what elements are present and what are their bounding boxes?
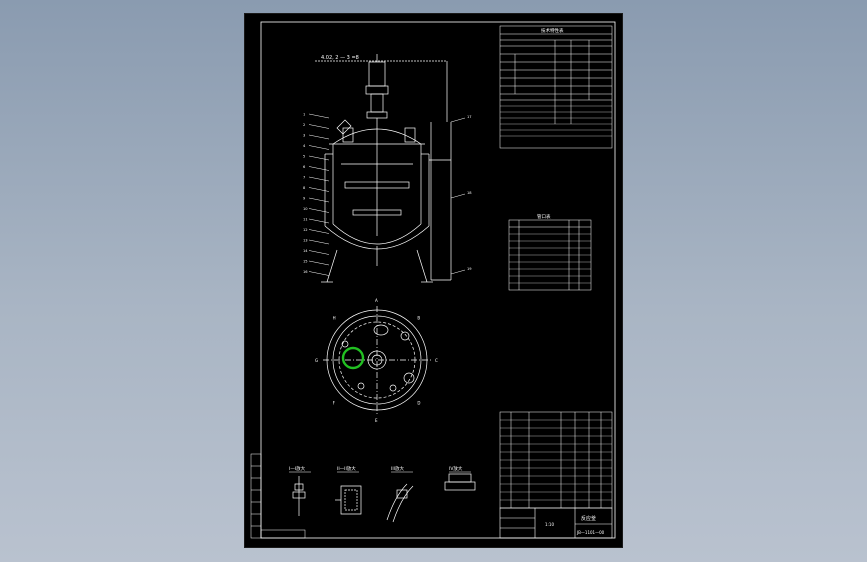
callout-leader bbox=[450, 269, 466, 275]
plan-label: H bbox=[333, 316, 336, 321]
callout-leader bbox=[308, 176, 330, 182]
plan-label: G bbox=[315, 358, 318, 363]
callout-label: 6 bbox=[303, 165, 306, 169]
tech-table bbox=[499, 25, 613, 149]
title-block-scale: 1:10 bbox=[545, 522, 554, 527]
callout-leader bbox=[450, 117, 466, 123]
callout-label: 15 bbox=[303, 260, 308, 264]
detail-4-label: IV放大 bbox=[449, 465, 463, 472]
title-block bbox=[499, 507, 613, 539]
cad-drawing: 4.02, 2 — 3 =8 1234567891011121314151617… bbox=[250, 21, 616, 539]
callout-leader bbox=[308, 208, 330, 213]
inner-frame bbox=[260, 21, 616, 539]
callout-label: 7 bbox=[303, 176, 305, 180]
callout-leader bbox=[308, 229, 330, 234]
detail-3-label: III放大 bbox=[391, 465, 404, 472]
callout-leader bbox=[450, 193, 466, 199]
title-block-name: 反应釜 bbox=[581, 515, 596, 522]
callout-label: 12 bbox=[303, 228, 308, 232]
lead-label: 4.02, 2 — 3 =8 bbox=[321, 55, 359, 61]
nozzle-table-title: 管口表 bbox=[537, 213, 551, 220]
nozzle-table-rows bbox=[509, 233, 591, 284]
plan-label: E bbox=[375, 418, 378, 423]
parts-list-rows bbox=[500, 419, 612, 501]
highlight-ring bbox=[341, 346, 365, 370]
callout-leader bbox=[308, 124, 330, 129]
detail-2-label: II—II放大 bbox=[337, 465, 356, 472]
plan-view bbox=[323, 306, 431, 414]
callout-label: 3 bbox=[303, 134, 305, 138]
callout-label: 14 bbox=[303, 249, 308, 253]
callout-leader bbox=[308, 239, 330, 245]
callout-label: 11 bbox=[303, 218, 308, 222]
plan-labels: A B C D E F G H bbox=[315, 298, 438, 423]
callout-label: 8 bbox=[303, 186, 306, 190]
title-block-drawing-no: JB—1101—00 bbox=[576, 530, 605, 535]
callout-label: 13 bbox=[303, 239, 308, 243]
callout-leader bbox=[308, 187, 330, 192]
plan-label: A bbox=[375, 298, 378, 303]
callout-leader bbox=[308, 260, 330, 266]
callout-label: 2 bbox=[303, 123, 305, 127]
callout-label: 18 bbox=[467, 191, 472, 195]
callout-leader bbox=[308, 166, 330, 171]
callout-label: 16 bbox=[303, 270, 308, 274]
plan-label: F bbox=[333, 400, 336, 405]
callout-leader bbox=[308, 145, 330, 150]
callout-label: 19 bbox=[467, 267, 472, 271]
callout-leader bbox=[308, 197, 330, 203]
callout-label: 1 bbox=[303, 113, 305, 117]
callout-leader bbox=[308, 250, 330, 255]
tech-table-rows bbox=[500, 105, 612, 137]
plan-label: C bbox=[435, 358, 438, 363]
callout-label: 4 bbox=[303, 144, 306, 148]
callout-leader bbox=[308, 113, 330, 119]
vessel-elevation bbox=[315, 54, 452, 283]
detail-1-label: I—I放大 bbox=[289, 465, 306, 472]
callout-leader bbox=[308, 218, 330, 224]
detail-labels: I—I放大 II—II放大 III放大 IV放大 bbox=[289, 465, 471, 473]
plan-label: D bbox=[417, 400, 420, 405]
callout-label: 5 bbox=[303, 155, 305, 159]
callout-leader bbox=[308, 271, 330, 276]
callout-leader bbox=[308, 134, 330, 140]
margin-strip bbox=[250, 453, 306, 539]
callout-label: 9 bbox=[303, 197, 306, 201]
callout-label: 10 bbox=[303, 207, 308, 211]
tech-table-title: 技术特性表 bbox=[541, 27, 564, 34]
callout-label: 17 bbox=[467, 115, 472, 119]
callout-leader bbox=[308, 155, 330, 161]
detail-views bbox=[292, 473, 476, 523]
plan-label: B bbox=[417, 316, 420, 321]
